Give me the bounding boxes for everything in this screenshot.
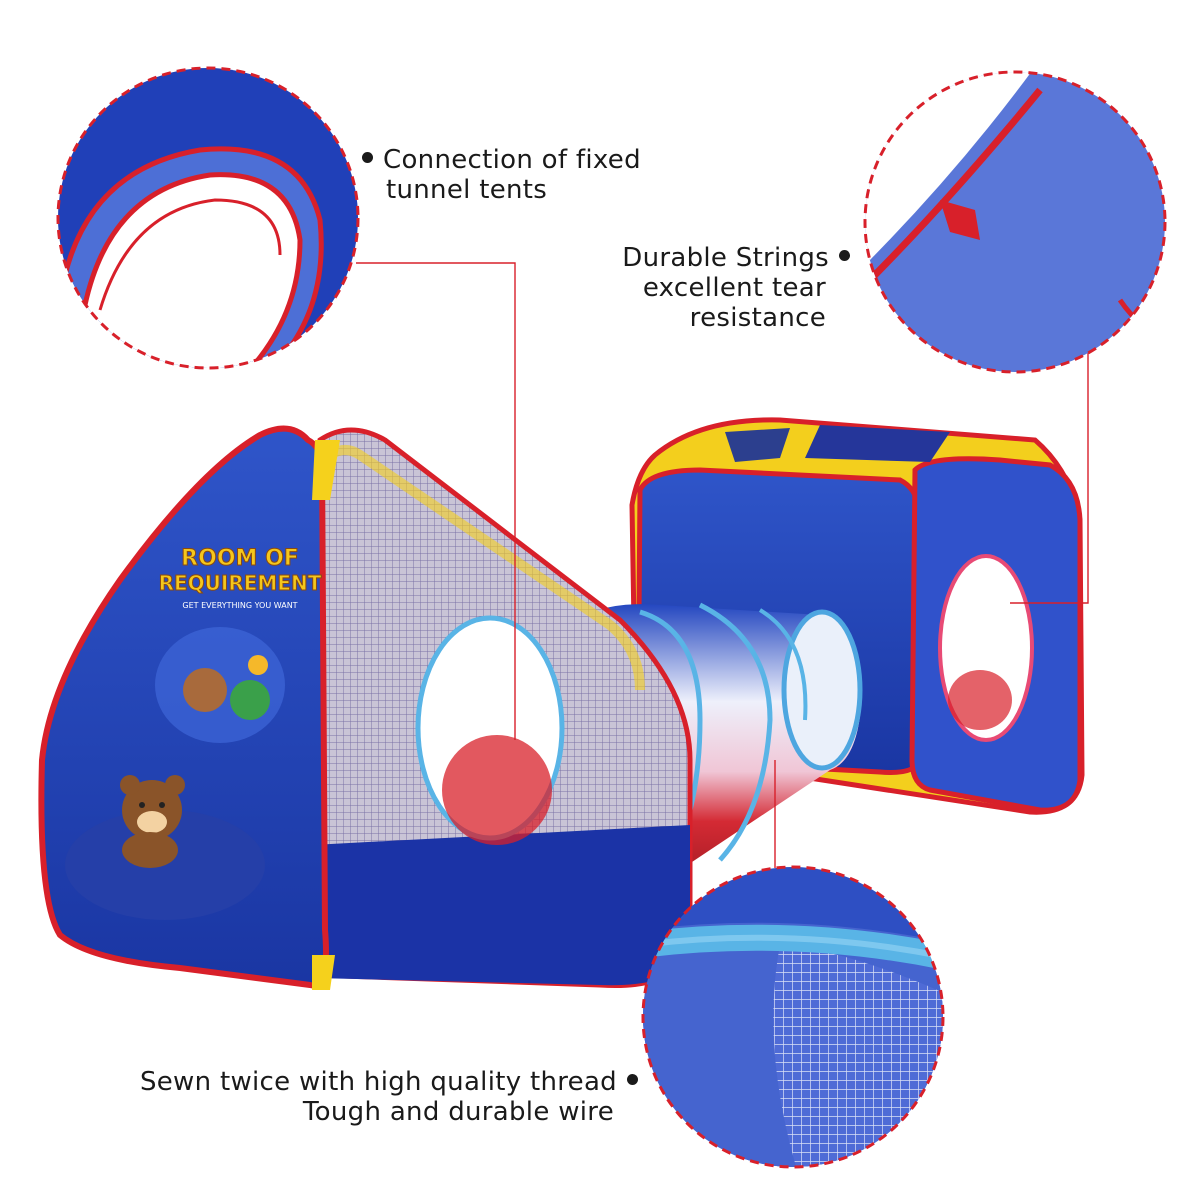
callout-sewn-twice-line2: Tough and durable wire [302, 1097, 614, 1127]
tent-set: ROOM OF REQUIREMENT GET EVERYTHING YOU W… [38, 417, 1085, 990]
brand-line2: REQUIREMENT [159, 571, 322, 595]
zoom-circle-tunnel-connection [56, 66, 360, 370]
callout-durable-strings-line1: Durable Strings [622, 243, 829, 273]
triangle-tent: ROOM OF REQUIREMENT GET EVERYTHING YOU W… [38, 425, 693, 990]
bullet-dot-icon [627, 1074, 638, 1085]
callout-durable-strings: Durable Strings excellent tear resistanc… [622, 243, 850, 333]
tent-logo: ROOM OF REQUIREMENT GET EVERYTHING YOU W… [158, 546, 322, 611]
callout-tunnel-connection: Connection of fixed tunnel tents [362, 145, 641, 205]
callout-connectors [356, 262, 1089, 868]
bullet-dot-icon [362, 152, 373, 163]
callout-tunnel-connection-line1: Connection of fixed [383, 145, 641, 175]
brand-slogan: GET EVERYTHING YOU WANT [182, 601, 297, 610]
space-bear-graphic [155, 627, 285, 743]
callout-durable-strings-line3: resistance [689, 303, 826, 333]
callout-sewn-twice-line1: Sewn twice with high quality thread [139, 1067, 617, 1097]
callout-tunnel-connection-line2: tunnel tents [386, 175, 548, 205]
callout-durable-strings-line2: excellent tear [642, 273, 826, 303]
brand-line1: ROOM OF [181, 546, 299, 571]
callout-sewn-twice: Sewn twice with high quality thread Toug… [140, 1067, 638, 1127]
connector-durable-strings [1010, 332, 1089, 604]
zoom-circle-durable-strings [863, 70, 1167, 374]
zoom-circle-sewn-twice [641, 865, 945, 1169]
bear-graphic [120, 775, 185, 868]
connector-tunnel-connection [356, 262, 516, 740]
bullet-dot-icon [839, 250, 850, 261]
